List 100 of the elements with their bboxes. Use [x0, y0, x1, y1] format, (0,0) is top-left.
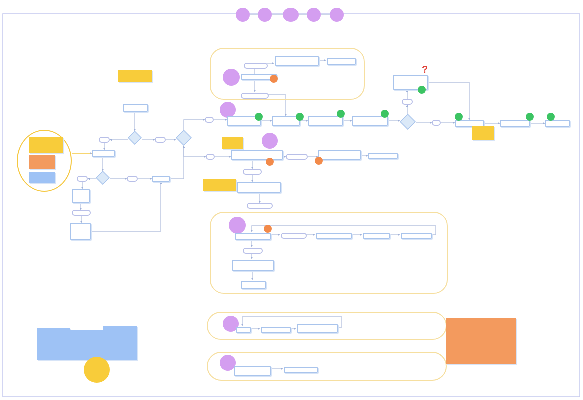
arrow	[80, 216, 83, 224]
sticky-note	[222, 137, 243, 149]
group-container	[207, 352, 447, 381]
process-box	[241, 281, 266, 289]
sticky-note	[29, 137, 63, 153]
arrow	[308, 156, 318, 158]
sticky-note	[203, 179, 236, 191]
process-box	[236, 327, 251, 333]
arrow	[306, 234, 316, 236]
decision-diamond	[96, 171, 110, 185]
label-pill	[243, 248, 263, 254]
role-circle	[84, 357, 110, 383]
process-box	[545, 120, 570, 127]
decision-diamond	[176, 130, 192, 146]
arrow	[90, 182, 162, 232]
role-circle	[236, 8, 250, 22]
arrow	[241, 316, 342, 328]
label-pill	[241, 93, 269, 99]
process-box	[152, 176, 170, 182]
label-pill	[99, 137, 110, 143]
process-box	[393, 75, 428, 90]
arrow	[251, 174, 254, 182]
role-circle	[283, 8, 299, 22]
arrow	[103, 142, 106, 150]
connector-line	[250, 14, 258, 16]
process-box	[237, 182, 281, 193]
sticky-note	[29, 155, 55, 169]
role-circle	[330, 8, 344, 22]
sticky-note	[103, 326, 137, 360]
label-pill	[247, 203, 273, 209]
arrow	[80, 202, 82, 210]
role-circle	[223, 316, 239, 332]
arrow	[484, 122, 500, 125]
connector-line	[272, 14, 284, 16]
label-pill	[286, 154, 308, 160]
arrow	[268, 94, 288, 116]
arrow	[406, 90, 409, 100]
label-pill	[205, 117, 214, 123]
arrow	[428, 82, 471, 120]
role-circle	[223, 69, 240, 86]
label-pill	[206, 154, 215, 160]
arrow	[88, 178, 96, 180]
arrow	[270, 368, 284, 370]
decision-diamond	[400, 114, 416, 130]
arrow	[134, 112, 136, 132]
process-box	[455, 120, 484, 127]
sticky-note	[29, 172, 55, 183]
process-box	[352, 116, 388, 126]
arrow	[251, 160, 254, 170]
process-box	[70, 223, 91, 240]
role-circle	[258, 8, 272, 22]
role-circle	[262, 133, 278, 149]
arrow	[440, 122, 456, 124]
arrow	[530, 122, 546, 125]
process-box	[261, 327, 291, 333]
arrow	[110, 178, 128, 180]
sticky-note	[118, 70, 152, 82]
arrow	[360, 154, 368, 158]
process-box	[227, 116, 261, 126]
arrow	[184, 118, 206, 130]
decision-diamond	[128, 131, 142, 145]
arrow	[250, 238, 254, 248]
arrow	[406, 104, 409, 114]
arrow	[142, 138, 156, 142]
arrow	[258, 192, 262, 204]
sticky-note	[472, 126, 494, 140]
sticky-note	[37, 328, 70, 360]
process-box	[401, 233, 432, 239]
role-circle	[220, 102, 236, 118]
arrow	[260, 120, 272, 122]
process-box	[327, 58, 356, 65]
arrow	[72, 152, 92, 155]
process-box	[92, 150, 115, 157]
process-box	[232, 260, 274, 271]
process-box	[284, 367, 318, 373]
arrow	[388, 120, 400, 122]
label-pill	[127, 176, 138, 182]
arrow	[102, 156, 104, 172]
arrow	[290, 328, 296, 330]
arrow	[416, 122, 432, 124]
process-box	[72, 189, 90, 203]
process-box	[123, 104, 148, 112]
label-pill	[281, 233, 307, 239]
connector-line	[298, 14, 308, 16]
arrow	[214, 118, 228, 122]
process-box	[500, 120, 530, 127]
process-box	[272, 116, 300, 126]
group-container	[210, 48, 365, 100]
process-box	[308, 116, 343, 126]
group-container	[207, 312, 447, 340]
label-pill	[432, 120, 441, 126]
role-circle	[220, 355, 236, 371]
arrow	[250, 252, 254, 260]
process-box	[234, 366, 271, 376]
arrow	[110, 138, 128, 142]
label-pill	[77, 176, 88, 182]
process-box	[297, 324, 338, 333]
arrow	[342, 120, 352, 122]
arrow	[166, 138, 176, 142]
question-mark: ?	[422, 66, 428, 76]
